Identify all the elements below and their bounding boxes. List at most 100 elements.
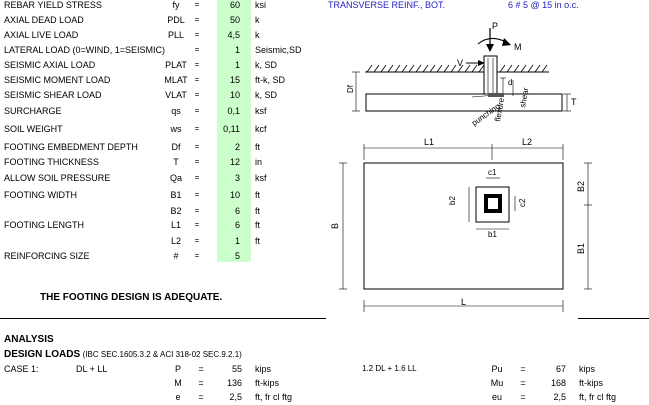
input-equals: =: [194, 251, 200, 260]
factored-unit: kips: [579, 364, 596, 374]
input-value-cell[interactable]: 1: [234, 45, 240, 55]
label-V: V: [457, 58, 463, 68]
label-c2: c2: [518, 198, 527, 207]
case-combo: DL + LL: [76, 364, 108, 374]
design-loads-ref: (IBC SEC.1605.3.2 & ACI 318-02 SEC.9.2.1…: [82, 350, 242, 359]
input-value-cell[interactable]: 4,5: [227, 30, 240, 40]
factored-symbol: Mu: [490, 378, 504, 388]
input-value-cell[interactable]: 10: [229, 90, 240, 100]
input-value-cell[interactable]: 0,11: [223, 124, 240, 134]
input-equals: =: [194, 90, 200, 99]
input-value-cell[interactable]: 12: [229, 157, 240, 167]
input-label: SEISMIC SHEAR LOAD: [4, 90, 102, 100]
input-symbol: Df: [171, 142, 181, 152]
analysis-unit: ft, fr cl ftg: [255, 392, 293, 402]
label-B2: B2: [576, 181, 586, 192]
elevation-view: [352, 28, 571, 112]
input-equals: =: [194, 190, 200, 199]
divider-right: [578, 318, 649, 319]
input-value-cell[interactable]: 10: [229, 190, 240, 200]
label-P: P: [492, 21, 498, 31]
analysis-symbol: M: [174, 378, 182, 388]
input-equals: =: [194, 0, 200, 9]
factored-equals: =: [520, 378, 526, 388]
input-value-cell[interactable]: 5: [234, 251, 240, 261]
adequacy-message: THE FOOTING DESIGN IS ADEQUATE.: [40, 292, 223, 303]
input-symbol: T: [173, 157, 179, 167]
input-label: FOOTING LENGTH: [4, 220, 85, 230]
label-L2: L2: [522, 137, 532, 147]
input-value-cell[interactable]: 1: [234, 236, 240, 246]
input-unit: ksi: [255, 0, 266, 10]
input-label: FOOTING EMBEDMENT DEPTH: [4, 142, 138, 152]
input-equals: =: [194, 206, 200, 215]
input-label: SOIL WEIGHT: [4, 124, 63, 134]
input-unit: k: [255, 15, 260, 25]
factored-symbol: eu: [491, 392, 502, 402]
label-shear: shear: [518, 87, 530, 109]
input-unit: kcf: [255, 124, 267, 134]
input-value-cell[interactable]: 60: [229, 0, 240, 10]
analysis-symbol: e: [175, 392, 181, 402]
input-value-cell[interactable]: 1: [234, 60, 240, 70]
label-T: T: [571, 97, 577, 107]
plan-view: [339, 144, 592, 312]
input-unit: k, SD: [255, 90, 278, 100]
input-label: SURCHARGE: [4, 106, 62, 116]
input-symbol: B1: [170, 190, 182, 200]
label-b2: b2: [448, 196, 457, 205]
analysis-unit: kips: [255, 364, 272, 374]
transverse-reinf-label: TRANSVERSE REINF., BOT.: [328, 0, 446, 10]
label-L: L: [461, 297, 466, 307]
input-equals: =: [194, 236, 200, 245]
factored-value: 168: [550, 378, 566, 388]
input-value-cell[interactable]: 15: [229, 75, 240, 85]
input-highlight-column: [217, 0, 251, 262]
input-value-cell[interactable]: 0,1: [227, 106, 240, 116]
input-symbol: #: [173, 251, 179, 261]
input-unit: ksf: [255, 106, 267, 116]
divider-left: [0, 318, 326, 319]
factored-equals: =: [520, 392, 526, 402]
input-unit: k, SD: [255, 60, 278, 70]
input-symbol: B2: [170, 206, 182, 216]
label-Df: Df: [346, 84, 355, 93]
design-loads-heading: DESIGN LOADS: [4, 349, 81, 360]
analysis-value: 2,5: [229, 392, 242, 402]
factored-unit: ft-kips: [579, 378, 604, 388]
label-d: d: [508, 78, 512, 87]
analysis-equals: =: [198, 378, 204, 388]
input-unit: ft-k, SD: [255, 75, 286, 85]
input-unit: in: [255, 157, 263, 167]
input-value-cell[interactable]: 2: [234, 142, 240, 152]
input-unit: ft: [255, 190, 261, 200]
input-value-cell[interactable]: 3: [234, 173, 240, 183]
input-symbol: L2: [170, 236, 181, 246]
input-symbol: VLAT: [165, 90, 187, 100]
input-symbol: fy: [172, 0, 180, 10]
input-symbol: qs: [171, 106, 181, 116]
input-equals: =: [194, 173, 200, 182]
input-equals: =: [194, 60, 200, 69]
input-label: AXIAL DEAD LOAD: [4, 15, 84, 25]
input-symbol: Qa: [169, 173, 182, 183]
input-equals: =: [194, 45, 200, 54]
input-label: FOOTING WIDTH: [4, 190, 77, 200]
transverse-reinf-value: 6 # 5 @ 15 in o.c.: [508, 0, 579, 10]
input-equals: =: [194, 106, 200, 115]
analysis-title: ANALYSIS: [4, 334, 54, 345]
input-label: LATERAL LOAD (0=WIND, 1=SEISMIC): [4, 45, 166, 55]
input-value-cell[interactable]: 50: [229, 15, 240, 25]
input-equals: =: [194, 75, 200, 84]
input-equals: =: [194, 220, 200, 229]
footing-diagram: P M V d Df T punching flexure shear: [330, 21, 592, 312]
input-label: SEISMIC MOMENT LOAD: [4, 75, 111, 85]
analysis-equals: =: [198, 392, 204, 402]
input-equals: =: [194, 142, 200, 151]
input-label: REBAR YIELD STRESS: [4, 0, 102, 10]
input-symbol: MLAT: [164, 75, 188, 85]
analysis-symbol: P: [174, 364, 181, 374]
input-value-cell[interactable]: 6: [234, 220, 240, 230]
input-value-cell[interactable]: 6: [234, 206, 240, 216]
factored-value: 2,5: [553, 392, 566, 402]
